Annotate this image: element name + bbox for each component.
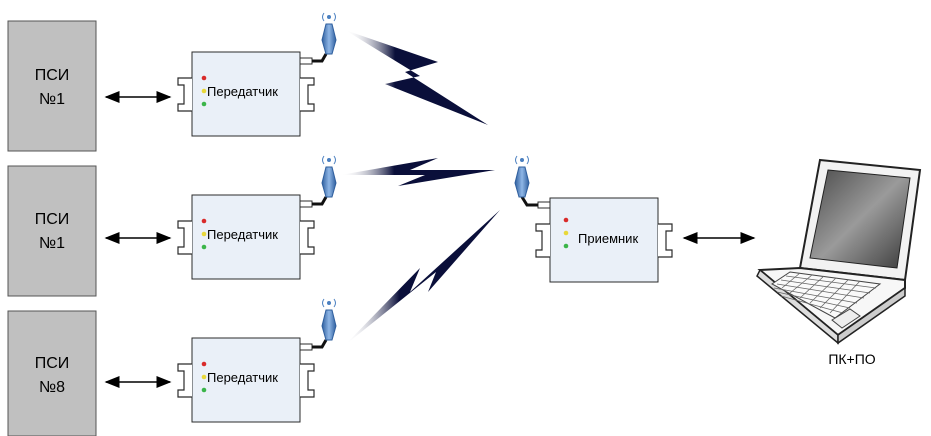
antenna-connector	[299, 343, 313, 351]
sensor-label-line1: ПСИ	[35, 211, 70, 228]
antenna-connector	[299, 57, 313, 65]
antenna-icon	[321, 166, 337, 198]
led-red-icon	[201, 75, 207, 81]
laptop-touchpad	[831, 308, 861, 329]
lightning-bolt-icon	[340, 158, 495, 186]
sensor-label-line2: №8	[39, 379, 65, 396]
device-label: Передатчик	[207, 227, 278, 242]
device-box	[191, 51, 301, 137]
device-label: Приемник	[578, 231, 638, 246]
mount-bracket-left	[177, 363, 192, 398]
mount-bracket-right	[300, 363, 315, 398]
led-red-icon	[201, 361, 207, 367]
led-yellow-icon	[201, 88, 207, 94]
antenna-icon	[321, 309, 337, 341]
laptop-screen	[809, 169, 911, 269]
led-yellow-icon	[201, 231, 207, 237]
mount-bracket-right	[300, 77, 315, 112]
computer-label: ПК+ПО	[828, 351, 875, 367]
antenna-tip-icon	[327, 158, 331, 162]
sensor-label-line2: №1	[39, 235, 65, 252]
mount-bracket-right	[300, 220, 315, 255]
signal-waves-icon	[515, 155, 529, 165]
led-green-icon	[201, 387, 207, 393]
device-label: Передатчик	[207, 84, 278, 99]
antenna-tip-icon	[327, 301, 331, 305]
sensor-2: ПСИ №1	[7, 165, 97, 297]
led-green-icon	[201, 244, 207, 250]
receiver: Приемник	[514, 155, 673, 283]
device-box	[191, 337, 301, 423]
led-green-icon	[201, 101, 207, 107]
keyboard-rows	[773, 275, 877, 314]
sensor-box	[7, 20, 97, 152]
sensor-1: ПСИ №1	[7, 20, 97, 152]
laptop-base-side	[837, 286, 906, 345]
signal-waves-icon	[322, 12, 336, 22]
antenna-connector	[299, 200, 313, 208]
device-label: Передатчик	[207, 370, 278, 385]
sensor-label-line1: ПСИ	[35, 67, 70, 84]
transmitter-3: Передатчик	[177, 298, 337, 423]
signal-waves-icon	[322, 155, 336, 165]
sensor-box	[7, 165, 97, 297]
mount-bracket-left	[177, 220, 192, 255]
lightning-bolt-icon	[345, 30, 488, 125]
device-box	[549, 197, 659, 283]
mount-bracket-left	[177, 77, 192, 112]
led-yellow-icon	[563, 230, 569, 236]
antenna-icon	[321, 23, 337, 55]
antenna-icon	[514, 166, 530, 198]
sensor-label-line1: ПСИ	[35, 355, 70, 372]
laptop-icon	[756, 158, 922, 345]
antenna-connector	[537, 201, 551, 209]
antenna-cable	[520, 196, 538, 207]
led-yellow-icon	[201, 374, 207, 380]
transmitter-2: Передатчик	[177, 155, 337, 280]
led-green-icon	[563, 243, 569, 249]
sensor-label-line2: №1	[39, 91, 65, 108]
antenna-cable	[312, 339, 328, 349]
mount-bracket-right	[658, 223, 673, 258]
led-red-icon	[201, 218, 207, 224]
transmitter-1: Передатчик	[177, 12, 337, 137]
lightning-bolt-icon	[345, 210, 500, 345]
keyboard-columns	[781, 272, 861, 314]
led-red-icon	[563, 217, 569, 223]
antenna-cable	[312, 53, 328, 63]
mount-bracket-left	[535, 223, 550, 258]
antenna-tip-icon	[520, 158, 524, 162]
antenna-cable	[312, 196, 328, 206]
antenna-tip-icon	[327, 15, 331, 19]
signal-waves-icon	[322, 298, 336, 308]
sensor-box	[7, 310, 97, 436]
sensor-3: ПСИ №8	[7, 310, 97, 436]
